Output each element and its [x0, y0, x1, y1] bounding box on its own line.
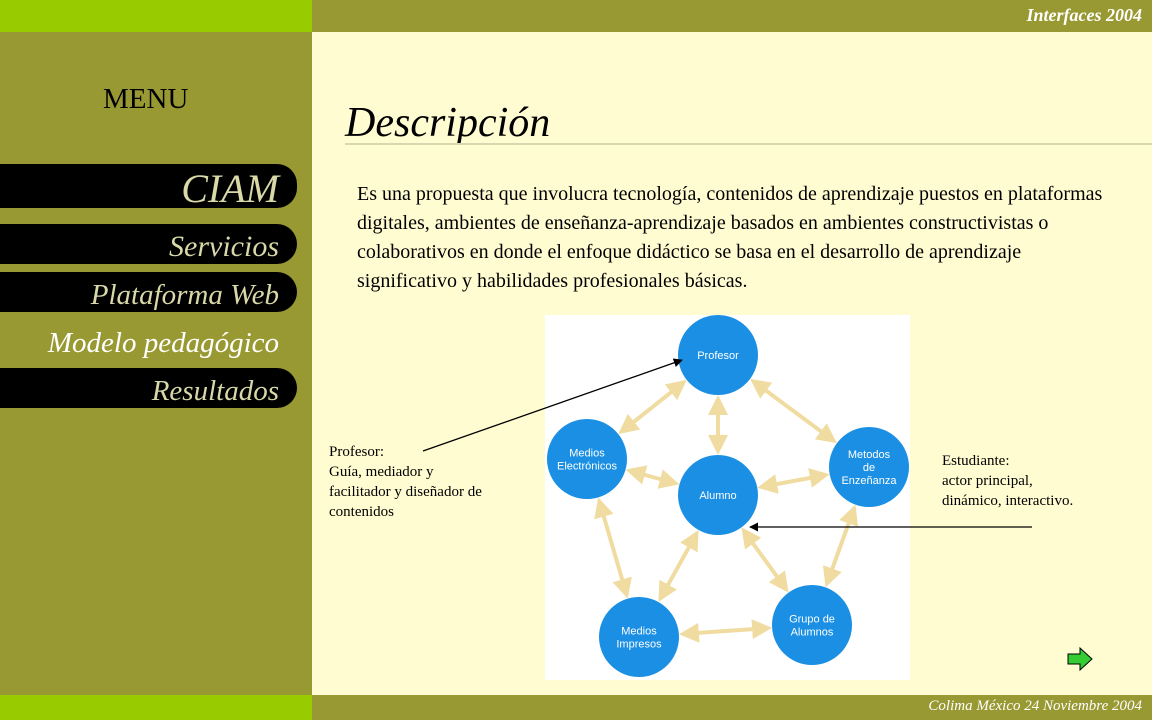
diagram-node-label-grupo: Alumnos: [791, 627, 834, 639]
description-paragraph: Es una propuesta que involucra tecnologí…: [357, 183, 1103, 292]
diagram-node-label-metodos: Metodos: [848, 449, 891, 461]
diagram-node-label-impresos: Medios: [621, 626, 657, 638]
page-title: Descripción: [345, 100, 551, 146]
diagram-node-label-metodos: Enzeñanza: [841, 475, 897, 487]
diagram-arrow-alumno-metodos: [757, 468, 830, 494]
next-slide-button[interactable]: [1067, 646, 1093, 676]
footer-bar: Colima México 24 Noviembre 2004: [312, 695, 1152, 720]
header-title: Interfaces 2004: [1026, 5, 1143, 25]
menu-label: MENU: [103, 83, 189, 115]
nav-item-plataforma-web[interactable]: Plataforma Web: [0, 272, 297, 312]
nav-item-servicios[interactable]: Servicios: [0, 224, 297, 264]
annotation-line: facilitador y diseñador de: [329, 484, 482, 500]
profesor-annotation: Profesor: Guía, mediador y facilitador y…: [329, 442, 529, 522]
footer-accent-bar: [0, 695, 312, 720]
header-bar: Interfaces 2004: [312, 0, 1152, 32]
nav-item-resultados[interactable]: Resultados: [0, 368, 297, 408]
diagram-node-metodos: [829, 427, 909, 507]
title-divider: [345, 143, 1152, 145]
diagram-node-grupo: [772, 585, 852, 665]
diagram-node-label-metodos: de: [863, 462, 875, 474]
arrow-right-icon: [1067, 646, 1093, 672]
estudiante-annotation: Estudiante: actor principal, dinámico, i…: [942, 451, 1142, 511]
diagram-arrow-alumno-impresos: [658, 529, 699, 603]
diagram-arrow-electronicos-profesor: [618, 379, 687, 435]
diagram-node-label-alumno: Alumno: [699, 490, 736, 502]
diagram-node-profesor: [678, 315, 758, 395]
nav-item-ciam[interactable]: CIAM: [0, 164, 297, 211]
annotation-line: Guía, mediador y: [329, 464, 434, 480]
annotation-line: dinámico, interactivo.: [942, 493, 1074, 509]
diagram-node-alumno: [678, 455, 758, 535]
diagram-node-label-electronicos: Electrónicos: [557, 461, 617, 473]
diagram-node-label-electronicos: Medios: [569, 448, 605, 460]
diagram-arrow-profesor-metodos: [750, 378, 837, 444]
sidebar: [0, 32, 312, 695]
diagram-node-label-profesor: Profesor: [697, 350, 739, 362]
annotation-line: actor principal,: [942, 473, 1033, 489]
diagram-arrow-alumno-electronicos: [625, 465, 680, 489]
header-accent-bar: [0, 0, 312, 32]
diagram-node-impresos: [599, 597, 679, 677]
diagram-arrow-impresos-electronicos: [594, 497, 632, 599]
diagram-node-label-impresos: Impresos: [616, 639, 662, 651]
diagram-arrow-alumno-grupo: [741, 527, 789, 593]
diagram-node-label-grupo: Grupo de: [789, 614, 835, 626]
nav-item-modelo-pedagogico[interactable]: Modelo pedagógico: [0, 320, 297, 360]
annotation-line: Estudiante:: [942, 453, 1010, 469]
diagram-arrow-grupo-impresos: [678, 619, 773, 643]
annotation-line: Profesor:: [329, 444, 384, 460]
footer-text: Colima México 24 Noviembre 2004: [928, 698, 1142, 714]
diagram-arrow-metodos-grupo: [822, 504, 859, 588]
annotation-line: contenidos: [329, 504, 394, 520]
